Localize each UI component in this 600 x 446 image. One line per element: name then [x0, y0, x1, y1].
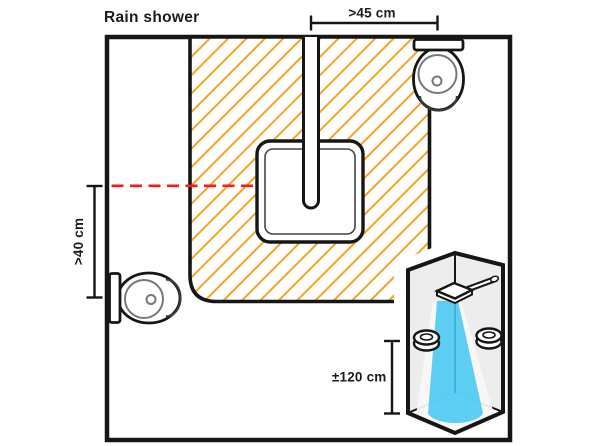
- dimension-top: >45 cm: [309, 6, 439, 31]
- valve-dial: [482, 331, 496, 339]
- inset-outline: [406, 250, 505, 436]
- toilet-plan-view-icon-top: [412, 38, 465, 112]
- shower-valve-icon-left: [412, 329, 441, 352]
- arm-wall-flange: [489, 275, 500, 283]
- dimension-left: >40 cm: [71, 184, 103, 299]
- head-face: [434, 281, 475, 300]
- valve-top: [412, 329, 441, 346]
- floor-plan: [104, 34, 513, 443]
- dimension-height-label: ±120 cm: [332, 370, 387, 385]
- dimension-left-label: >40 cm: [71, 218, 86, 265]
- toilet-plan-view-icon-left: [108, 271, 182, 325]
- page-title: Rain shower: [104, 9, 199, 26]
- shower-corner-3d-inset: ±120 cm: [332, 250, 506, 436]
- ceiling-pipe-icon: [302, 37, 320, 210]
- valve-top: [475, 327, 503, 344]
- dimension-top-label: >45 cm: [348, 6, 395, 21]
- valve-dial: [419, 333, 434, 341]
- water-spray-icon: [428, 301, 483, 424]
- shower-valve-icon-right: [475, 327, 503, 350]
- rain-head-icon: [434, 275, 500, 305]
- dimension-height: ±120 cm: [332, 339, 400, 415]
